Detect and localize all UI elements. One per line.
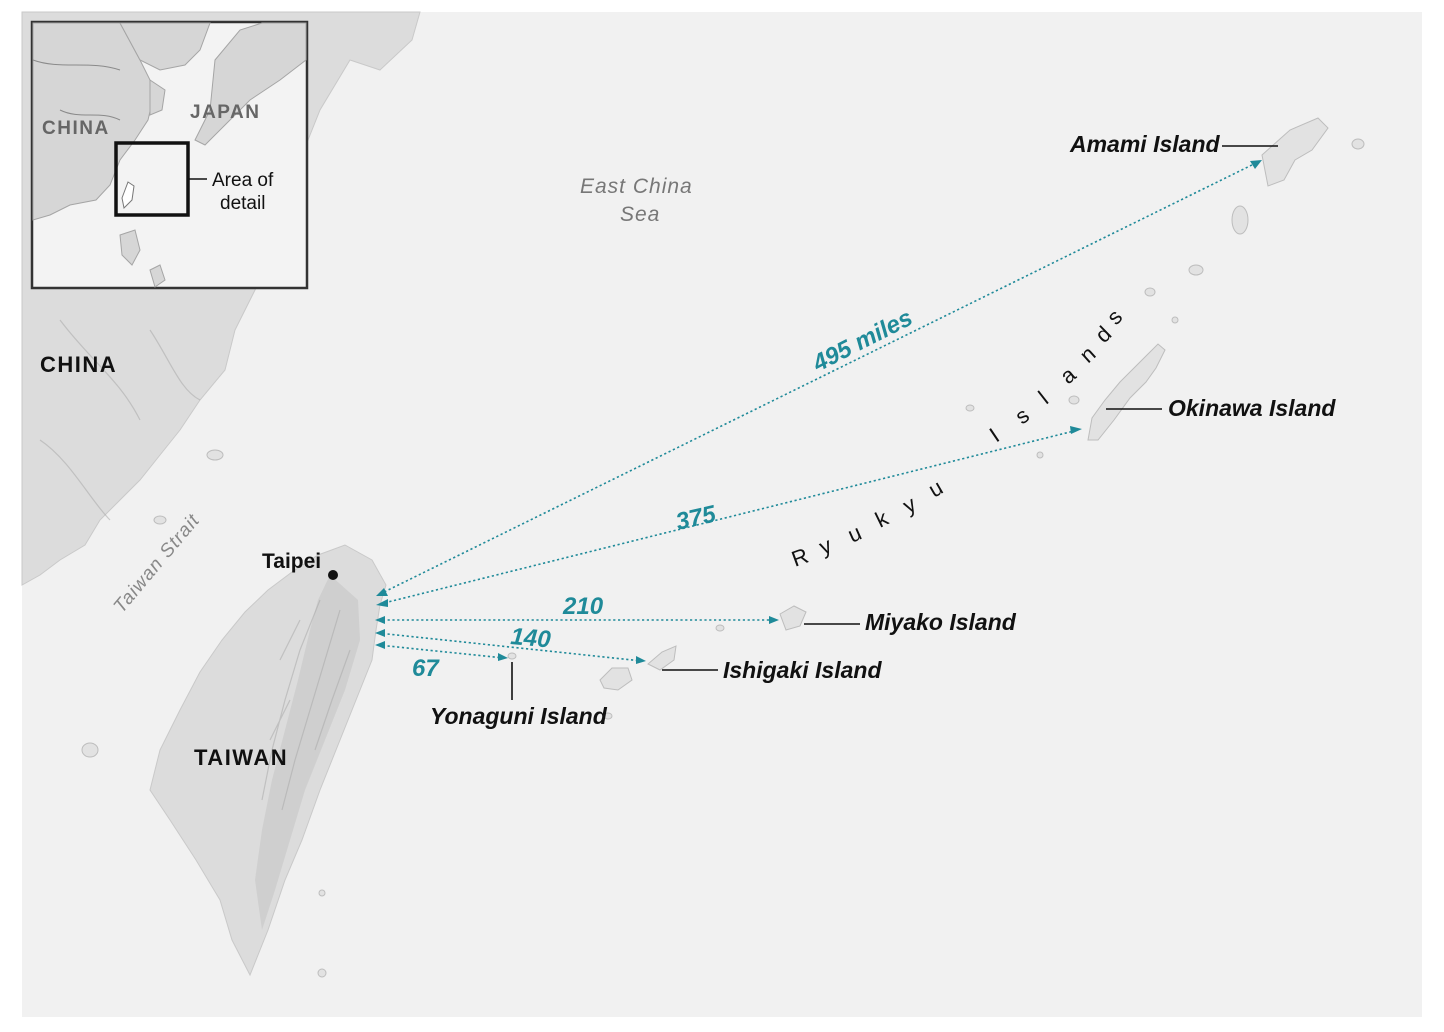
arrowhead-miyako-start — [375, 616, 385, 624]
inset-locator-map: CHINA JAPAN Area of detail — [30, 20, 309, 290]
china-coast-texture — [39, 219, 281, 521]
inset-country-china: CHINA — [42, 118, 110, 139]
sea-label-line-1: East China — [580, 175, 693, 198]
inset-taiwan — [121, 181, 135, 210]
distance-label-ishigaki: 140 — [509, 623, 552, 653]
taiwan-ridges — [261, 599, 351, 811]
label-ishigaki-island: Ishigaki Island — [723, 657, 882, 683]
inset-country-japan: JAPAN — [190, 102, 261, 123]
city-label-taipei: Taipei — [262, 550, 321, 573]
china-islets — [81, 449, 327, 978]
miyako-island-shape — [779, 605, 807, 631]
label-miyako-island: Miyako Island — [865, 609, 1017, 635]
inset-note-line-1: Area of — [212, 170, 274, 191]
arrowhead-miyako-end — [769, 616, 779, 624]
ishigaki-island-shape — [647, 645, 677, 671]
arrowhead-yonaguni-start — [375, 641, 385, 649]
arrowhead-okinawa-end — [1070, 426, 1082, 434]
ryukyu-islands — [507, 117, 1365, 720]
arrowhead-okinawa-start — [376, 599, 388, 607]
country-label-taiwan: TAIWAN — [194, 745, 288, 770]
distance-routes — [375, 160, 1262, 664]
arrowhead-amami-start — [376, 588, 388, 596]
route-yonaguni — [377, 644, 505, 659]
label-yonaguni-island: Yonaguni Island — [430, 703, 608, 729]
taipei-city-dot — [328, 570, 338, 580]
okinawa-island-shape — [1087, 343, 1166, 441]
taiwan-mountains — [255, 575, 360, 930]
arrowhead-yonaguni-end — [498, 653, 508, 661]
country-label-china: CHINA — [40, 352, 117, 377]
sea-label-line-2: Sea — [620, 203, 660, 226]
route-ishigaki — [377, 632, 643, 662]
distance-label-yonaguni: 67 — [412, 655, 440, 682]
label-okinawa-island: Okinawa Island — [1168, 395, 1336, 421]
inset-note-line-2: detail — [220, 193, 265, 214]
arrowhead-ishigaki-end — [636, 656, 646, 664]
iriomote-island-shape — [599, 667, 633, 691]
arrowhead-amami-end — [1250, 160, 1262, 169]
arrowhead-ishigaki-start — [375, 629, 385, 637]
label-amami-island: Amami Island — [1069, 131, 1220, 157]
distance-label-miyako: 210 — [562, 593, 604, 620]
amami-island-shape — [1261, 117, 1329, 187]
